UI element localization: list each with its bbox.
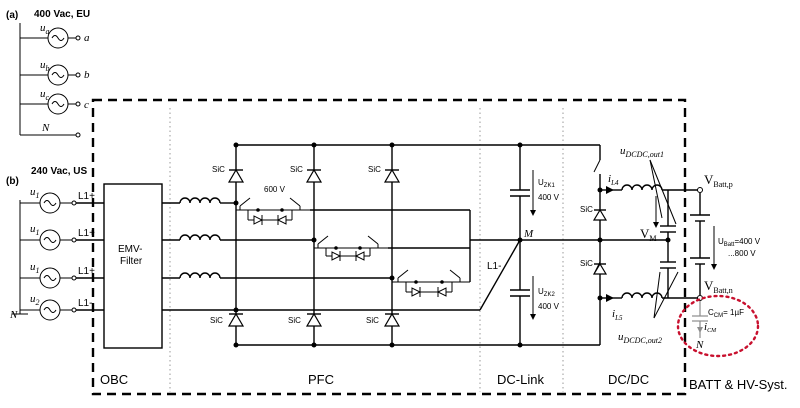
l1-minus-label: L1-: [487, 261, 501, 272]
section-pfc-label: PFC: [308, 372, 334, 387]
svg-text:SiC: SiC: [288, 316, 301, 325]
source-u1b-label: u1: [30, 223, 40, 237]
source-ub-label: ub: [40, 59, 50, 73]
l1-minus-link: [479, 239, 521, 311]
inductor-l4-icon: [621, 184, 663, 191]
inductor-2-icon: [179, 234, 221, 241]
section-obc-label: OBC: [100, 372, 128, 387]
v-m-label: VM: [640, 226, 657, 243]
battery-neutral-label: N: [695, 339, 704, 351]
sic-diode-bottom-1: SiC: [210, 312, 245, 327]
u-dcdc-out2-label: uDCDC,out2: [618, 331, 662, 345]
source-u1c-label: u1: [30, 261, 40, 275]
u-batt-label: UBatt=400 V: [718, 237, 761, 248]
common-mode-highlight: [676, 294, 760, 358]
c-cm-label: CCM= 1µF: [708, 308, 744, 319]
sic-diode-top-1: SiC: [212, 165, 245, 183]
i-cm-label: iCM: [704, 321, 717, 334]
emv-filter-label-1: EMV-: [118, 244, 142, 255]
sic-diode-top-3: SiC: [368, 165, 401, 183]
svg-text:SiC: SiC: [210, 316, 223, 325]
sic-diode-top-2: SiC: [290, 165, 323, 183]
bidir-switch-1: 600 V: [235, 185, 310, 225]
source-u2-label: u2: [30, 293, 40, 307]
part-b-single-phase-supply: (b) 240 Vac, US N u1 L1+ u1 L1+ u1 L1+: [6, 166, 95, 321]
line-1-label: L1+: [78, 191, 95, 202]
svg-text:SiC: SiC: [366, 316, 379, 325]
bidir-switch-voltage: 600 V: [264, 185, 286, 194]
dclink-capacitors: UZK1 400 V UZK2 400 V M: [510, 142, 560, 348]
source-ua-label: ua: [40, 22, 50, 36]
u-dcdc-out1-label: uDCDC,out1: [620, 145, 664, 159]
obc-boundary: [91, 98, 687, 396]
section-batt-label: BATT & HV-Syst.: [689, 377, 787, 392]
cap-zk2-voltage: 400 V: [538, 302, 560, 311]
cap-zk1-voltage: 400 V: [538, 193, 560, 202]
cap-zk2-label: UZK2: [538, 287, 555, 298]
part-a-neutral-label: N: [41, 122, 50, 134]
pfc-inductors: [162, 197, 392, 311]
v-batt-p-label: VBatt,p: [704, 172, 733, 189]
phase-a-label: a: [84, 32, 90, 44]
phase-c-label: c: [84, 99, 89, 111]
part-b-label: (b): [6, 176, 19, 187]
svg-text:SiC: SiC: [290, 165, 303, 174]
bidir-switch-3: [392, 269, 470, 297]
line-4-label: L1-: [78, 298, 92, 309]
cap-zk1-label: UZK1: [538, 178, 555, 189]
svg-text:SiC: SiC: [580, 259, 593, 268]
svg-text:SiC: SiC: [580, 205, 593, 214]
source-u1a-label: u1: [30, 186, 40, 200]
bidir-switch-2: [314, 235, 388, 261]
line-2-label: L1+: [78, 228, 95, 239]
sic-diode-bottom-3: SiC: [366, 312, 401, 327]
part-a-three-phase-supply: (a) 400 Vac, EU ua a ub b uc c N: [6, 9, 90, 138]
part-b-supply-label: 240 Vac, US: [31, 166, 87, 177]
part-b-neutral-label: N: [9, 309, 18, 321]
v-batt-n-label: VBatt,n: [704, 278, 733, 295]
part-a-supply-label: 400 Vac, EU: [34, 9, 90, 20]
battery: VBatt,p VBatt,n UBatt=400 V ...800 V CCM…: [676, 172, 761, 358]
current-il4-label: iL4: [608, 173, 619, 187]
midpoint-label: M: [523, 228, 534, 240]
inductor-l5-icon: [621, 292, 663, 299]
svg-text:SiC: SiC: [368, 165, 381, 174]
line-3-label: L1+: [78, 266, 95, 277]
section-dcdc-label: DC/DC: [608, 372, 649, 387]
part-a-label: (a): [6, 10, 18, 21]
svg-text:SiC: SiC: [212, 165, 225, 174]
u-batt-range: ...800 V: [728, 249, 756, 258]
section-dclink-label: DC-Link: [497, 372, 544, 387]
sic-diode-bottom-2: SiC: [288, 312, 323, 327]
source-uc-label: uc: [40, 88, 50, 102]
emv-filter: EMV- Filter: [103, 183, 163, 349]
inductor-3-icon: [179, 272, 221, 279]
phase-b-label: b: [84, 69, 90, 81]
inductor-1-icon: [179, 197, 221, 204]
current-il5-label: iL5: [612, 308, 623, 322]
emv-filter-label-2: Filter: [120, 256, 143, 267]
